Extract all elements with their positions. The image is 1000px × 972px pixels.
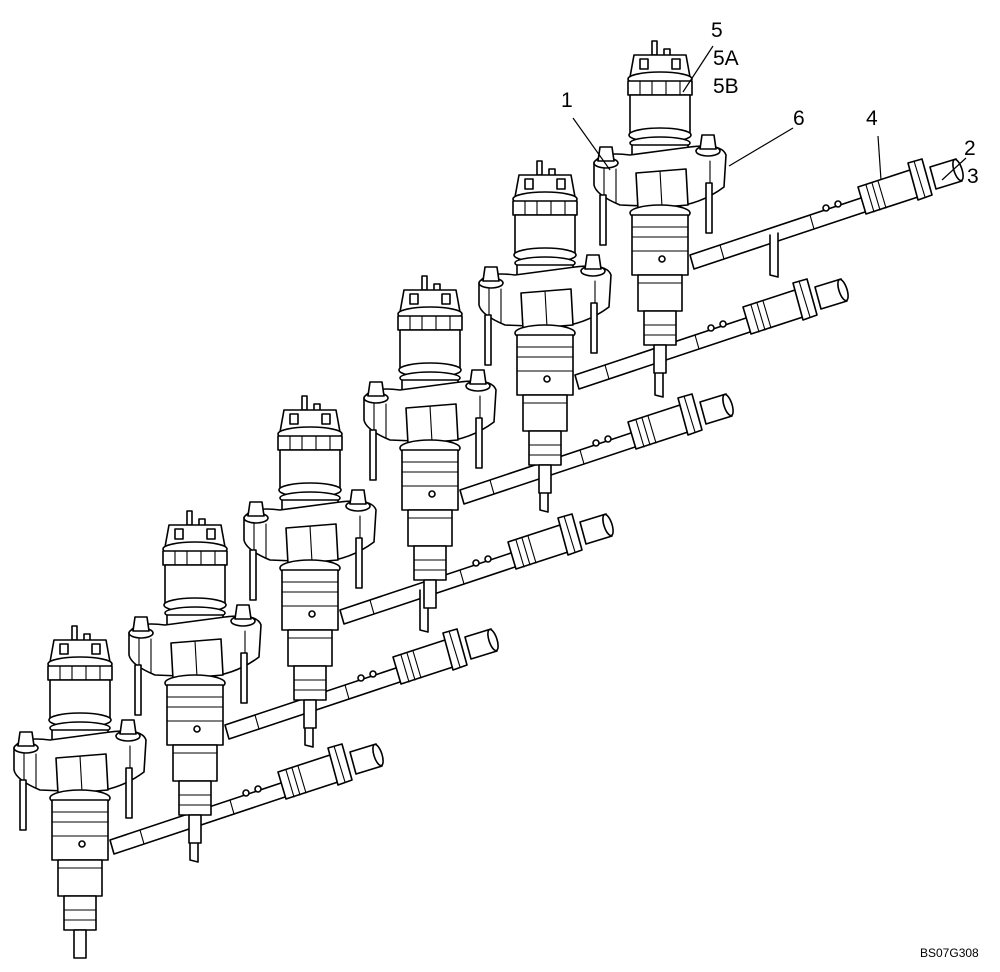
figure-code: BS07G308	[920, 946, 979, 960]
leader-line-1	[572, 117, 611, 171]
leader-lines	[572, 45, 967, 181]
leader-line-6	[728, 127, 794, 167]
leader-line-5	[682, 45, 714, 93]
callout-5A: 5A	[713, 47, 739, 70]
callout-1: 1	[561, 89, 573, 112]
callout-6: 6	[793, 107, 805, 130]
leader-line-2	[941, 157, 967, 181]
leader-line-4	[877, 135, 882, 181]
callout-5: 5	[711, 19, 723, 42]
callout-5B: 5B	[713, 75, 739, 98]
injector-row	[13, 40, 967, 959]
callout-4: 4	[866, 107, 878, 130]
callout-2: 2	[964, 137, 976, 160]
callout-3: 3	[967, 165, 979, 188]
